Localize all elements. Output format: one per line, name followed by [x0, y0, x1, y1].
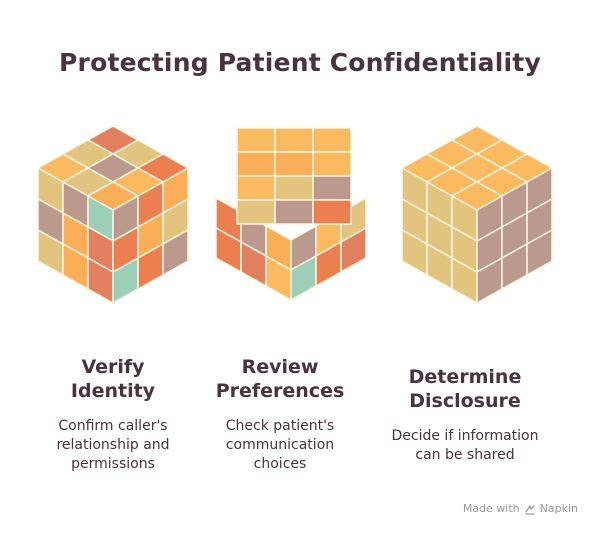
cube-lower-left-face	[215, 197, 292, 301]
cube-top-layer-front	[236, 127, 352, 225]
step-verify-identity: Verify Identity Confirm caller's relatio…	[28, 355, 198, 474]
step-description-line: can be shared	[415, 447, 515, 463]
step-description-line: Decide if information	[391, 428, 539, 444]
step-description-line: choices	[253, 456, 307, 472]
cube-left-face	[401, 167, 478, 304]
cube-lower-right-face	[290, 197, 367, 301]
step-description-line: relationship and	[56, 437, 170, 453]
page-title: Protecting Patient Confidentiality	[59, 48, 541, 77]
step-title-line: Verify	[81, 356, 145, 378]
made-with-napkin-footer[interactable]: Made with Napkin	[463, 502, 578, 515]
step-determine-disclosure: Determine Disclosure Decide if informati…	[375, 365, 555, 465]
cube-right-face	[476, 167, 553, 304]
footer-brand: Napkin	[539, 502, 578, 515]
step-title: Verify Identity	[28, 355, 198, 403]
step-description-line: Check patient's	[225, 418, 335, 434]
step-title-line: Disclosure	[409, 390, 521, 412]
step-title-line: Preferences	[215, 380, 345, 402]
step-title-line: Identity	[70, 380, 156, 402]
step-description: Confirm caller's relationship and permis…	[28, 417, 198, 474]
step-description-line: permissions	[71, 456, 155, 472]
step-title-line: Determine	[408, 366, 522, 388]
step-title-line: Review	[241, 356, 319, 378]
step-title: Review Preferences	[195, 355, 365, 403]
step-review-preferences: Review Preferences Check patient's commu…	[195, 355, 365, 474]
scrambled-cube-illustration	[37, 125, 189, 304]
exploded-cube-illustration	[215, 127, 367, 301]
step-description: Decide if information can be shared	[375, 427, 555, 465]
footer-prefix: Made with	[462, 502, 520, 515]
cube-left-face	[37, 167, 114, 304]
napkin-logo-icon	[524, 504, 535, 515]
step-description-line: communication	[225, 437, 335, 453]
step-description-line: Confirm caller's	[58, 418, 168, 434]
solved-cube-illustration	[401, 125, 553, 304]
step-title: Determine Disclosure	[375, 365, 555, 413]
cube-right-face	[112, 167, 189, 304]
step-description: Check patient's communication choices	[195, 417, 365, 474]
